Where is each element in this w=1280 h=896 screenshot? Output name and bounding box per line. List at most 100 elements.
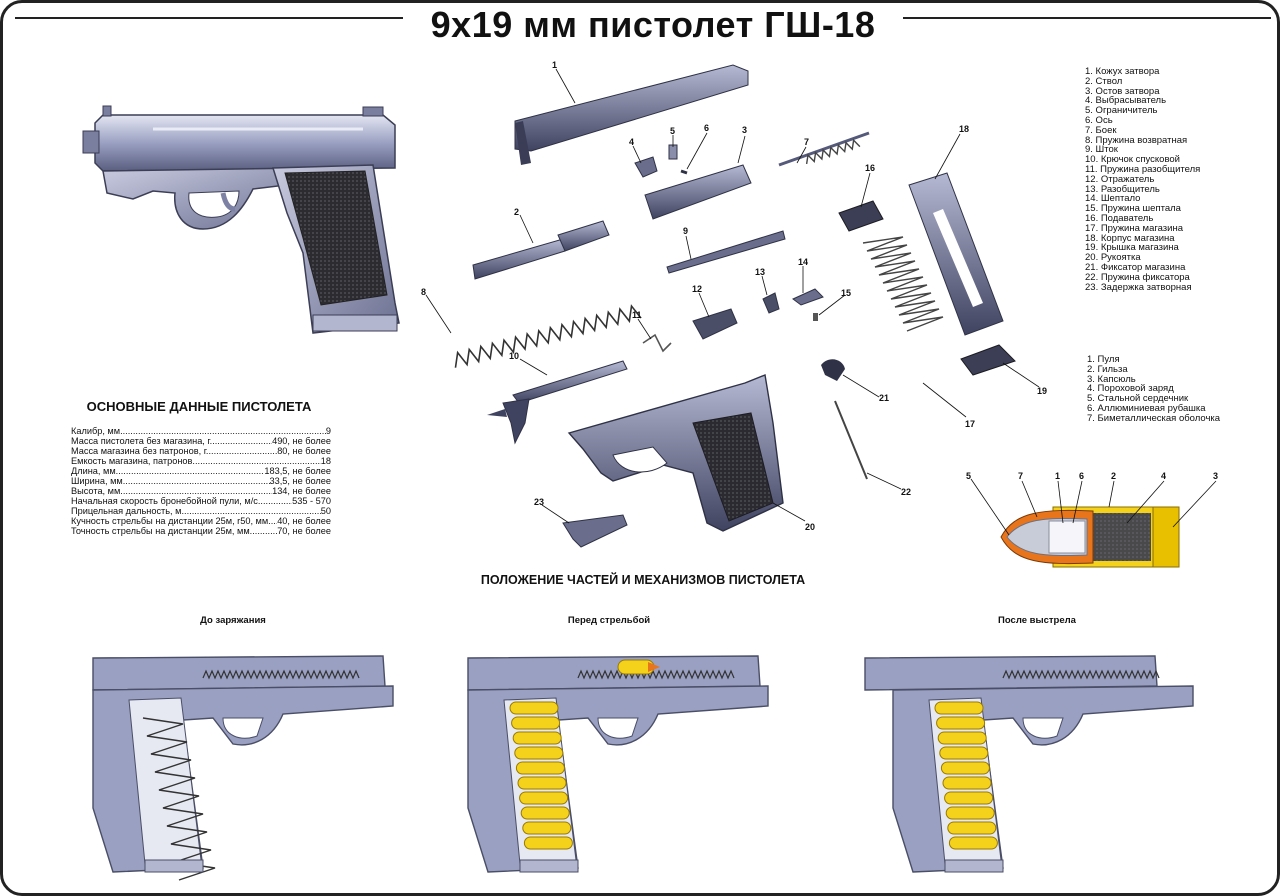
cartridge-legend-item: 1. Пуля bbox=[1087, 354, 1120, 365]
spec-name: Кучность стрельбы на дистанции 25м, r50,… bbox=[71, 516, 271, 526]
cutaway-pistols-illustration bbox=[92, 655, 1194, 881]
cartridge-legend-item: 3. Капсюль bbox=[1087, 373, 1136, 385]
spec-value: 9 bbox=[325, 426, 331, 436]
cartridge-legend-item: 7. Биметаллическая оболочка bbox=[1087, 412, 1221, 424]
part-number: 13 bbox=[755, 267, 766, 277]
parts-legend-item: 8. Пружина возвратная bbox=[1085, 134, 1188, 146]
spec-value: 134, не более bbox=[272, 486, 331, 496]
section-heading: ПОЛОЖЕНИЕ ЧАСТЕЙ И МЕХАНИЗМОВ ПИСТОЛЕТА bbox=[480, 573, 806, 587]
part-number: 20 bbox=[805, 522, 816, 532]
part-number: 5 bbox=[670, 126, 676, 136]
specs-heading: ОСНОВНЫЕ ДАННЫЕ ПИСТОЛЕТА bbox=[86, 399, 312, 414]
parts-legend-item: 15. Пружина шептала bbox=[1085, 203, 1181, 215]
cartridge-number: 7 bbox=[1018, 471, 1024, 481]
part-number: 7 bbox=[804, 137, 810, 147]
spec-value: 70, не более bbox=[277, 526, 331, 536]
part-number: 17 bbox=[965, 419, 976, 429]
part-number: 9 bbox=[683, 226, 689, 236]
cartridge-legend-item: 2. Гильза bbox=[1087, 363, 1128, 375]
cartridge-number: 6 bbox=[1079, 471, 1085, 481]
spec-value: 18 bbox=[320, 456, 331, 466]
part-number: 3 bbox=[742, 125, 748, 135]
part-number: 21 bbox=[879, 393, 890, 403]
part-number: 4 bbox=[629, 137, 635, 147]
parts-legend-item: 5. Ограничитель bbox=[1085, 105, 1158, 117]
parts-legend-item: 7. Боек bbox=[1085, 124, 1117, 136]
spec-name: Длина, мм. bbox=[71, 466, 119, 476]
parts-legend-item: 10. Крючок спусковой bbox=[1085, 154, 1180, 166]
parts-legend-item: 18. Корпус магазина bbox=[1085, 232, 1175, 244]
cartridge-number: 3 bbox=[1213, 471, 1219, 481]
spec-row: Прицельная дальность, м. 50 bbox=[71, 506, 331, 516]
part-number: 22 bbox=[901, 487, 912, 497]
title-rule-left bbox=[15, 17, 407, 19]
cutaway-after-shot bbox=[864, 655, 1194, 873]
spec-row: Ширина, мм. 33,5, не более bbox=[71, 476, 331, 486]
parts-legend-item: 6. Ось bbox=[1085, 114, 1113, 126]
parts-legend-item: 11. Пружина разобщителя bbox=[1085, 163, 1201, 175]
spec-row: Масса пистолета без магазина, г. 490, не … bbox=[71, 436, 331, 446]
parts-legend-item: 22. Пружина фиксатора bbox=[1085, 271, 1190, 283]
spec-name: Емкость магазина, патронов. bbox=[71, 456, 195, 466]
assembled-pistol-illustration bbox=[82, 105, 400, 334]
cartridge-number: 2 bbox=[1111, 471, 1117, 481]
spec-name: Масса магазина без патронов, г. bbox=[71, 446, 209, 456]
parts-legend-item: 12. Отражатель bbox=[1085, 173, 1155, 185]
part-number: 8 bbox=[421, 287, 427, 297]
spec-value: 535 - 570 bbox=[292, 496, 331, 506]
parts-legend-item: 20. Рукоятка bbox=[1085, 252, 1141, 264]
cartridge-legend-item: 6. Аллюминиевая рубашка bbox=[1087, 402, 1206, 414]
part-number: 1 bbox=[552, 60, 558, 70]
parts-legend-item: 21. Фиксатор магазина bbox=[1085, 261, 1186, 273]
stage-label-before-firing: Перед стрельбой bbox=[567, 615, 651, 626]
part-number: 23 bbox=[534, 497, 545, 507]
stage-label-before-loading: До заряжания bbox=[200, 615, 266, 626]
part-number: 6 bbox=[704, 123, 710, 133]
parts-legend-item: 16. Подаватель bbox=[1085, 212, 1154, 224]
cutaway-before-firing bbox=[467, 655, 769, 873]
parts-legend-item: 9. Шток bbox=[1085, 144, 1118, 156]
spec-name: Высота, мм. bbox=[71, 486, 123, 496]
spec-row: Калибр, мм. 9 bbox=[71, 426, 331, 436]
spec-name: Масса пистолета без магазина, г. bbox=[71, 436, 213, 446]
parts-legend-item: 19. Крышка магазина bbox=[1085, 242, 1179, 254]
spec-value: 183,5, не более bbox=[264, 466, 331, 476]
parts-legend-item: 14. Шептало bbox=[1085, 193, 1141, 205]
parts-legend-item: 4. Выбрасыватель bbox=[1085, 95, 1167, 107]
stage-label-after-shot: После выстрела bbox=[998, 615, 1076, 626]
spec-value: 50 bbox=[320, 506, 331, 516]
spec-name: Точность стрельбы на дистанции 25м, мм. bbox=[71, 526, 253, 536]
spec-value: 33,5, не более bbox=[269, 476, 331, 486]
spec-value: 80, не более bbox=[277, 446, 331, 456]
title-rule-right bbox=[899, 17, 1271, 19]
spec-name: Начальная скорость бронебойной пули, м/с… bbox=[71, 496, 261, 506]
cartridge-number: 4 bbox=[1161, 471, 1167, 481]
cartridge-legend-item: 5. Стальной сердечник bbox=[1087, 393, 1189, 405]
parts-legend-item: 23. Задержка затворная bbox=[1085, 281, 1192, 293]
cutaway-before-loading bbox=[92, 655, 394, 881]
parts-legend-item: 13. Разобщитель bbox=[1085, 183, 1160, 195]
parts-legend-item: 17. Пружина магазина bbox=[1085, 222, 1183, 234]
parts-legend-item: 1. Кожух затвора bbox=[1085, 66, 1160, 77]
cartridge-legend-item: 4. Пороховой заряд bbox=[1087, 383, 1174, 395]
part-number: 11 bbox=[632, 310, 642, 320]
spec-value: 40, не более bbox=[277, 516, 331, 526]
part-number: 2 bbox=[514, 207, 520, 217]
part-number: 15 bbox=[841, 288, 852, 298]
spec-name: Прицельная дальность, м. bbox=[71, 506, 185, 516]
part-number: 16 bbox=[865, 163, 876, 173]
spec-value: 490, не более bbox=[272, 436, 331, 446]
cartridge-cutaway-illustration bbox=[970, 478, 1217, 568]
spec-name: Калибр, мм. bbox=[71, 426, 123, 436]
spec-row: Масса магазина без патронов, г. 80, не бо… bbox=[71, 446, 331, 456]
poster-title: 9x19 мм пистолет ГШ-18 bbox=[403, 3, 903, 47]
spec-name: Ширина, мм. bbox=[71, 476, 126, 486]
part-number: 12 bbox=[692, 284, 703, 294]
cartridge-number: 5 bbox=[966, 471, 972, 481]
parts-legend-item: 3. Остов затвора bbox=[1085, 85, 1160, 97]
exploded-parts-illustration bbox=[425, 64, 1040, 548]
